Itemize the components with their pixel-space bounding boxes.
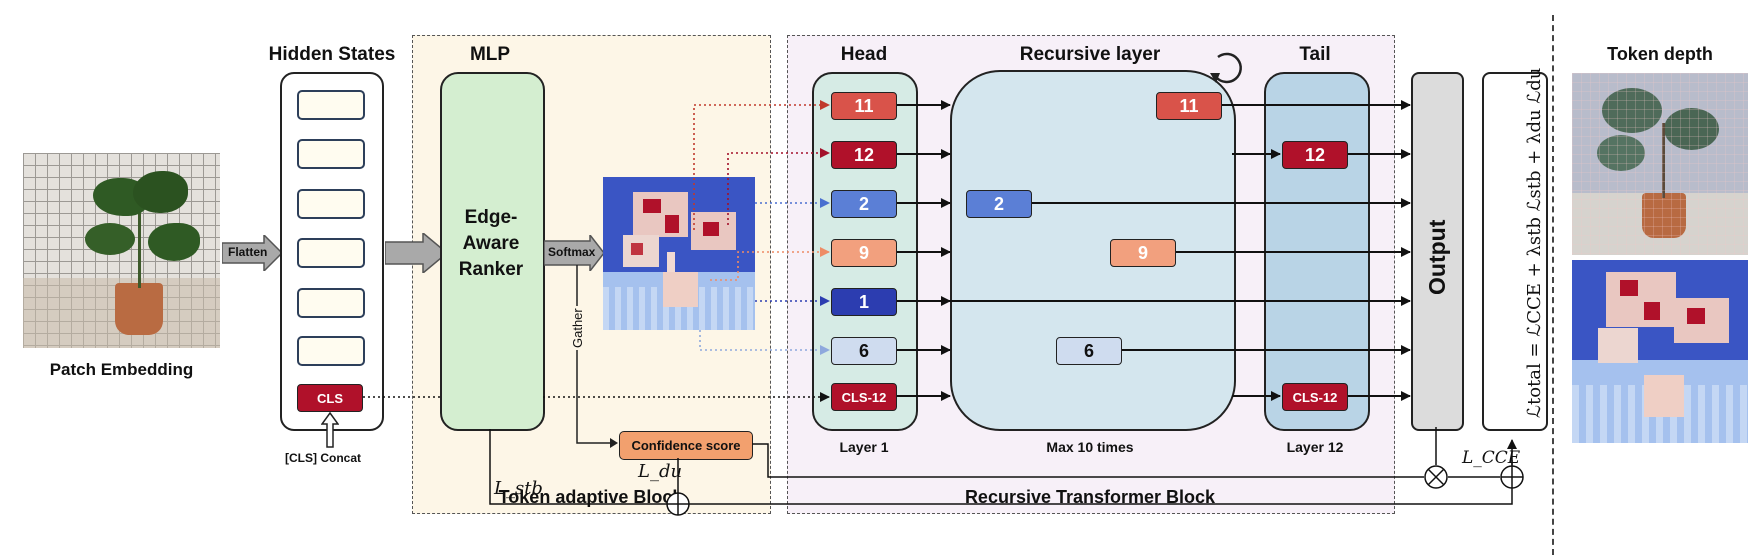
hidden-to-mlp-arrow: [385, 233, 449, 273]
sum-node-total: [1500, 465, 1524, 489]
tail-layer-label: Layer 12: [1286, 439, 1344, 455]
head-token-cls-12: CLS-12: [831, 383, 897, 411]
head-token-2: 2: [831, 190, 897, 218]
multiply-node-cce: [1424, 465, 1448, 489]
sum-node-du: [666, 492, 690, 516]
recursive-layer-caption: Max 10 times: [1046, 439, 1134, 455]
hidden-state-slot: [297, 90, 365, 120]
recursion-loop-icon: [1210, 52, 1242, 84]
hidden-state-slot: [297, 139, 365, 169]
flatten-label: Flatten: [228, 245, 268, 259]
token-depth-photo: [1572, 73, 1748, 255]
hidden-state-slot: [297, 288, 365, 318]
head-layer-label: Layer 1: [839, 439, 889, 455]
hidden-states-title: Hidden States: [268, 44, 396, 65]
recursive-token-6: 6: [1056, 337, 1122, 365]
head-token-12: 12: [831, 141, 897, 169]
loss-stb-label: L_stb: [494, 478, 543, 499]
token-depth-heatmap: [1572, 260, 1748, 443]
token-adaptive-title: Token adaptive Block: [498, 487, 683, 507]
softmax-label: Softmax: [548, 245, 596, 259]
confidence-score-label: Confidence score: [631, 438, 741, 453]
right-separator: [1552, 15, 1554, 555]
loss-cce-label: L_CCE: [1462, 448, 1521, 468]
hidden-state-slot: [297, 189, 365, 219]
token-depth-map: [603, 177, 755, 330]
head-token-1: 1: [831, 288, 897, 316]
patch-embedding-label: Patch Embedding: [49, 360, 194, 379]
total-loss-box: [1482, 72, 1548, 431]
recursive-token-9: 9: [1110, 239, 1176, 267]
cls-concat-arrow: [321, 412, 339, 448]
confidence-score-box: Confidence score: [619, 431, 753, 460]
mlp-title: MLP: [469, 44, 511, 65]
head-token-6: 6: [831, 337, 897, 365]
hidden-state-slot: [297, 336, 365, 366]
head-title: Head: [840, 44, 888, 65]
hidden-state-slot: [297, 238, 365, 268]
recursive-token-2: 2: [966, 190, 1032, 218]
cls-concat-label: [CLS] Concat: [285, 451, 361, 465]
tail-token-cls-12: CLS-12: [1282, 383, 1348, 411]
tail-token-12: 12: [1282, 141, 1348, 169]
token-depth-title: Token depth: [1607, 44, 1713, 64]
recursive-transformer-title: Recursive Transformer Block: [964, 487, 1216, 507]
cls-token: CLS: [297, 384, 363, 412]
head-token-9: 9: [831, 239, 897, 267]
edge-aware-ranker-label: Edge-Aware Ranker: [458, 207, 524, 280]
recursive-layer-title: Recursive layer: [1019, 44, 1161, 65]
flatten-arrow: [222, 235, 284, 271]
loss-du-label: L_du: [638, 461, 683, 482]
softmax-arrow: [544, 235, 605, 271]
head-token-11: 11: [831, 92, 897, 120]
patch-embedding-image: [23, 153, 220, 348]
recursive-layer-box: [950, 70, 1236, 431]
output-box: [1411, 72, 1464, 431]
tail-title: Tail: [1299, 44, 1331, 65]
recursive-token-11: 11: [1156, 92, 1222, 120]
